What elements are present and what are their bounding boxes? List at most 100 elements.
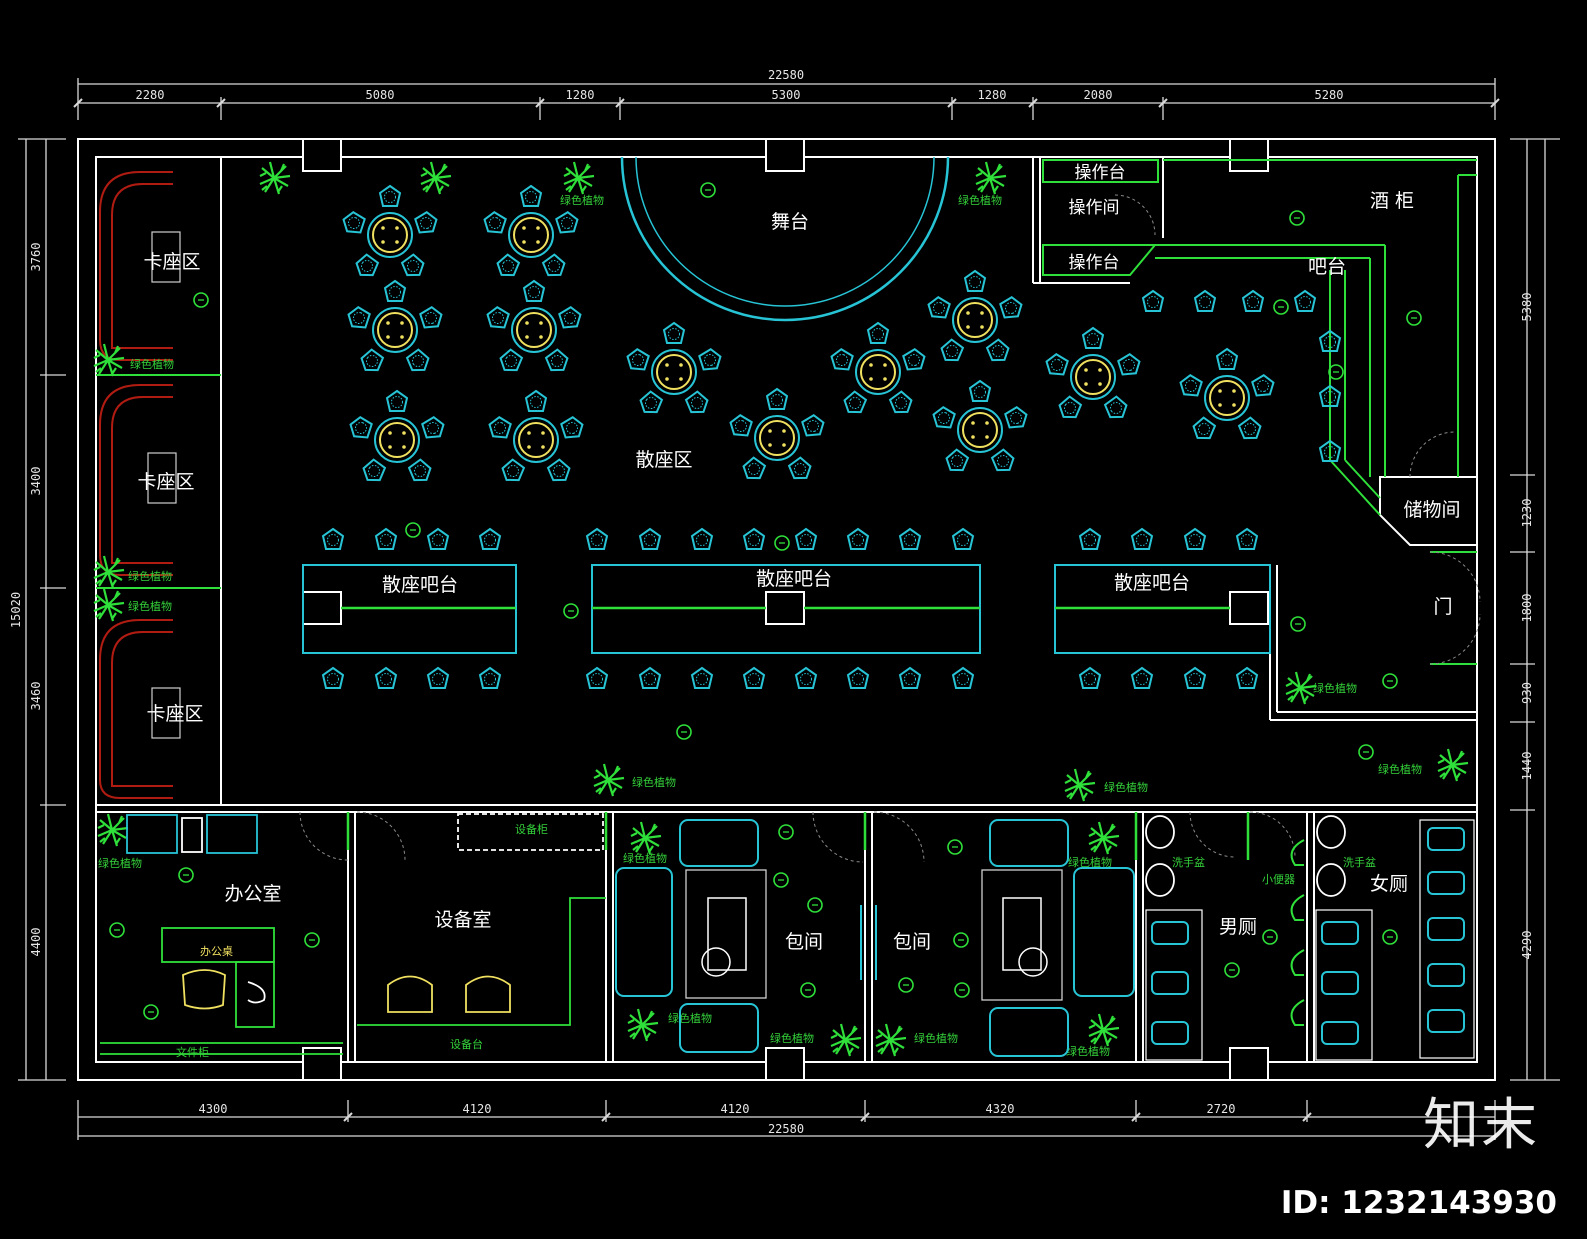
label-bar: 吧台	[1308, 256, 1346, 278]
dimension-ticks	[73, 98, 1500, 1122]
counter-stool	[427, 528, 449, 550]
dim-bottom-total: 22580	[768, 1122, 804, 1136]
round-table	[1177, 349, 1276, 444]
dim-top-5: 1280	[978, 88, 1007, 102]
dim-top-6: 2080	[1084, 88, 1113, 102]
counter-stool	[691, 667, 713, 689]
dim-top-4: 5300	[772, 88, 801, 102]
counter-stool	[375, 528, 397, 550]
plant-label: 绿色植物	[623, 851, 667, 865]
round-table	[930, 381, 1029, 476]
plant-label: 绿色植物	[668, 1011, 712, 1025]
label-desk: 办公桌	[200, 945, 233, 958]
plant-icon	[829, 1022, 863, 1058]
private-room-2-furniture	[981, 819, 1135, 1057]
label-bar-counter-left: 散座吧台	[382, 574, 458, 596]
dim-bottom-1: 4300	[199, 1102, 228, 1116]
plant-label: 绿色植物	[1313, 681, 1357, 695]
plant-label: 绿色植物	[1104, 780, 1148, 794]
plant-label: 绿色植物	[130, 357, 174, 371]
booth-dividers	[96, 374, 221, 589]
counter-stool	[795, 667, 817, 689]
watermark-id: ID: 1232143930	[1280, 1185, 1557, 1221]
round-table	[727, 389, 826, 484]
wash-basins	[1145, 815, 1346, 897]
plant-label: 绿色植物	[770, 1031, 814, 1045]
dim-bottom-2: 4120	[463, 1102, 492, 1116]
plant-icon	[1284, 670, 1318, 706]
counter-stool	[586, 667, 608, 689]
label-console-bottom: 操作台	[1069, 253, 1120, 273]
dim-left-1: 3760	[29, 243, 43, 272]
plant-icon	[1436, 747, 1470, 783]
dim-top-1: 2280	[136, 88, 165, 102]
label-door: 门	[1433, 596, 1452, 618]
plant-icon	[1087, 820, 1121, 856]
plant-icon	[258, 160, 292, 196]
plant-icon	[974, 160, 1008, 196]
bar-structure	[1042, 159, 1477, 665]
stage	[620, 156, 950, 322]
door-swings	[299, 194, 1481, 863]
label-file-cabinet: 文件柜	[176, 1045, 209, 1059]
label-storage: 储物间	[1403, 499, 1460, 521]
plant-label: 绿色植物	[98, 856, 142, 870]
label-private-room-2: 包间	[893, 931, 931, 953]
counter-stool	[1131, 667, 1153, 689]
plant-label: 绿色植物	[128, 599, 172, 613]
plant-label: 绿色植物	[560, 193, 604, 207]
structural-columns	[302, 138, 1269, 1081]
counter-stool	[479, 528, 501, 550]
toilet-door-marks	[346, 812, 1250, 860]
toilet-fixtures	[1145, 819, 1475, 1061]
counter-stool	[691, 528, 713, 550]
urinals	[1290, 839, 1305, 1026]
counter-stool	[1236, 528, 1258, 550]
label-bar-counter-mid: 散座吧台	[756, 568, 832, 590]
counter-stool	[586, 528, 608, 550]
plant-icon	[629, 820, 663, 856]
counter-stool	[322, 667, 344, 689]
counter-stool	[639, 667, 661, 689]
label-booth-3: 卡座区	[146, 703, 203, 725]
counter-stool	[743, 528, 765, 550]
booth-tables	[147, 231, 181, 739]
label-booth-1: 卡座区	[143, 251, 200, 273]
label-wine-cabinet: 酒 柜	[1370, 190, 1414, 212]
dim-bottom-4: 4320	[986, 1102, 1015, 1116]
dim-top-2: 5080	[366, 88, 395, 102]
label-wash-basin: 洗手盆	[1343, 855, 1376, 869]
label-equipment-cabinet: 设备柜	[515, 822, 548, 836]
counter-stool	[952, 528, 974, 550]
plant-icon	[1063, 767, 1097, 803]
counter-stool	[795, 528, 817, 550]
counter-stool	[322, 528, 344, 550]
label-office: 办公室	[224, 883, 281, 905]
label-wash-basin: 洗手盆	[1172, 855, 1205, 869]
dimension-texts: 22580 2280 5080 1280 5300 1280 2080 5280…	[9, 68, 1534, 1136]
plant-icon	[1087, 1012, 1121, 1048]
plant-label: 绿色植物	[1066, 1044, 1110, 1058]
private-room-1-furniture	[615, 819, 767, 1053]
dim-bottom-3: 4120	[721, 1102, 750, 1116]
counter-stool	[1236, 667, 1258, 689]
label-bar-counter-right: 散座吧台	[1114, 572, 1190, 594]
room-divider	[860, 905, 877, 980]
label-equipment-table: 设备台	[450, 1037, 483, 1051]
round-table	[484, 281, 583, 376]
dimension-lines	[18, 78, 1560, 1140]
label-operation-room: 操作间	[1069, 198, 1120, 218]
dim-top-7: 5280	[1315, 88, 1344, 102]
counter-stool	[1079, 667, 1101, 689]
plant-label: 绿色植物	[632, 775, 676, 789]
round-table	[345, 281, 444, 376]
label-mens-toilet: 男厕	[1219, 916, 1257, 938]
label-private-room-1: 包间	[785, 931, 823, 953]
bar-stool	[1294, 290, 1316, 312]
dim-bottom-5: 2720	[1207, 1102, 1236, 1116]
watermark-logo: 知末	[1423, 1093, 1539, 1158]
counter-stool	[427, 667, 449, 689]
counter-stool	[1079, 528, 1101, 550]
plant-label: 绿色植物	[914, 1031, 958, 1045]
plant-icon	[592, 762, 626, 798]
